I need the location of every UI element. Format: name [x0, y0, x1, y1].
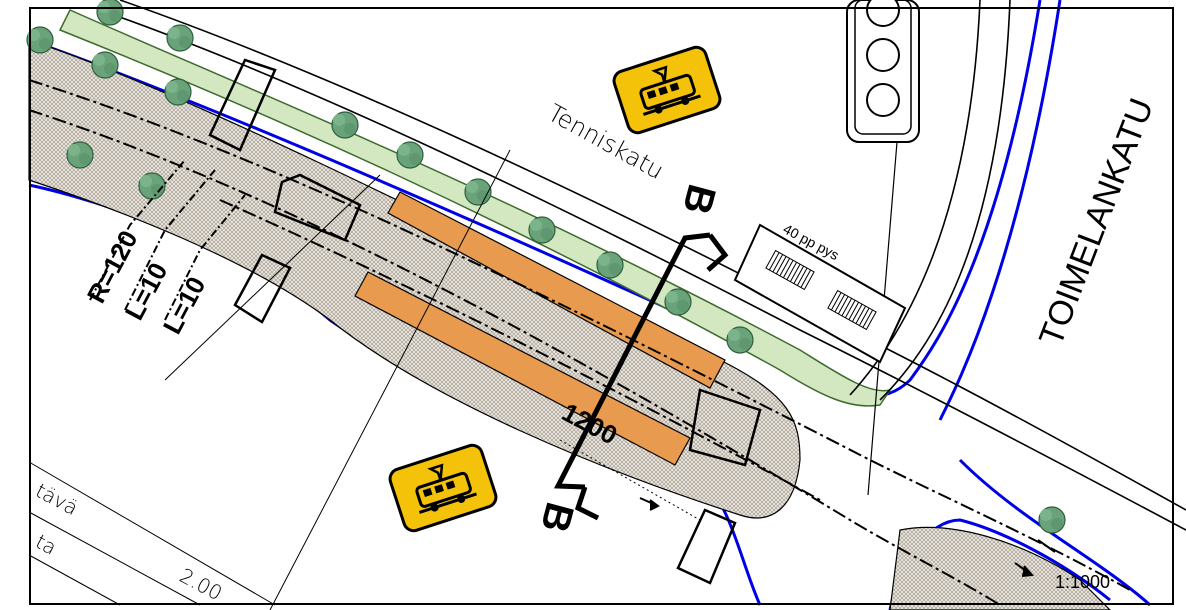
tree-icon [96, 0, 124, 26]
tram-sign-icon [609, 43, 725, 137]
section-line [553, 232, 711, 490]
section-label-top: B [674, 180, 724, 219]
platform-north [387, 191, 726, 389]
tree-icon [331, 111, 359, 139]
tram-sign-icon [385, 441, 501, 535]
tram-platforms [354, 191, 726, 466]
tree-icon [396, 141, 424, 169]
tree-icon [596, 251, 624, 279]
street-label-toimelankatu: TOIMELANKATU [1032, 93, 1161, 351]
section-label-bottom: B [532, 498, 582, 537]
tree-icon [91, 51, 119, 79]
legend-value: 2.00 [176, 563, 227, 605]
direction-arrows [639, 497, 1056, 577]
legend-row-1: tävä [32, 478, 82, 520]
legend-table [28, 461, 276, 606]
tree-icon [164, 78, 192, 106]
track-lines [28, 79, 1131, 606]
tree-icon [1038, 506, 1066, 534]
tree-icon [528, 216, 556, 244]
tree-icon [138, 172, 166, 200]
stop-outlines [208, 58, 762, 585]
platform-south [354, 271, 691, 466]
tree-icon [726, 326, 754, 354]
scale-label: 1:1000 [1055, 572, 1110, 592]
tree-icon [166, 24, 194, 52]
curvature-box [89, 159, 246, 321]
legend-row-2: ta [32, 529, 61, 560]
traffic-light-icon [846, 0, 920, 496]
tree-icon [464, 178, 492, 206]
tree-icon [664, 288, 692, 316]
tree-icon [26, 26, 54, 54]
section-arrow-icon [574, 233, 729, 521]
tree-icon [66, 141, 94, 169]
dimension-lines [164, 149, 701, 610]
